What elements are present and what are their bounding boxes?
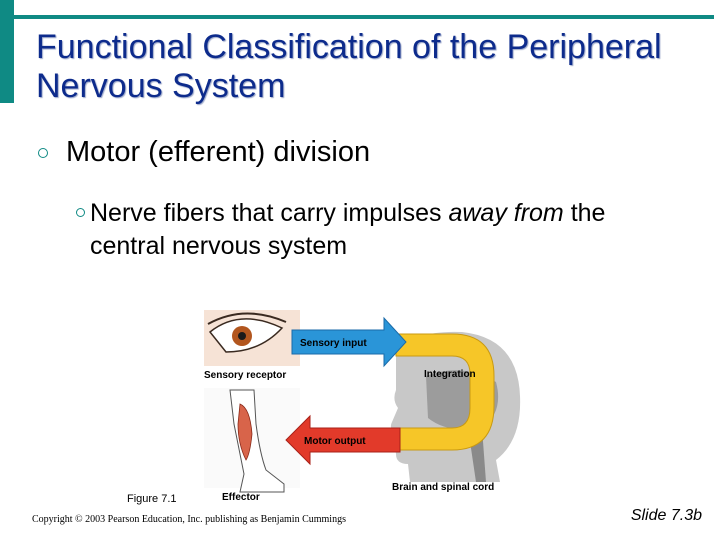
accent-bar-vertical <box>0 0 14 103</box>
figure-caption: Figure 7.1 <box>127 493 177 505</box>
eye-illustration <box>204 310 300 366</box>
bullet-text: Motor (efferent) division <box>66 136 370 169</box>
motor-output-label: Motor output <box>304 436 366 447</box>
integration-label: Integration <box>424 369 476 380</box>
sensory-input-label: Sensory input <box>300 338 367 349</box>
sub-bullet-nerve-fibers: Nerve fibers that carry impulses away fr… <box>76 197 676 263</box>
sub-bullet-icon <box>76 208 85 217</box>
copyright-notice: Copyright © 2003 Pearson Education, Inc.… <box>32 514 346 525</box>
brain-spinal-cord-label: Brain and spinal cord <box>392 482 494 493</box>
nervous-system-figure: Sensory receptor Effector Brain and spin… <box>200 304 530 500</box>
sub-bullet-text: Nerve fibers that carry impulses away fr… <box>76 197 676 263</box>
bullet-icon <box>38 148 48 158</box>
sensory-receptor-label: Sensory receptor <box>204 370 286 381</box>
slide-number: Slide 7.3b <box>631 507 702 525</box>
slide-title: Functional Classification of the Periphe… <box>36 28 696 106</box>
accent-bar-horizontal <box>14 15 714 19</box>
effector-label: Effector <box>222 492 260 500</box>
